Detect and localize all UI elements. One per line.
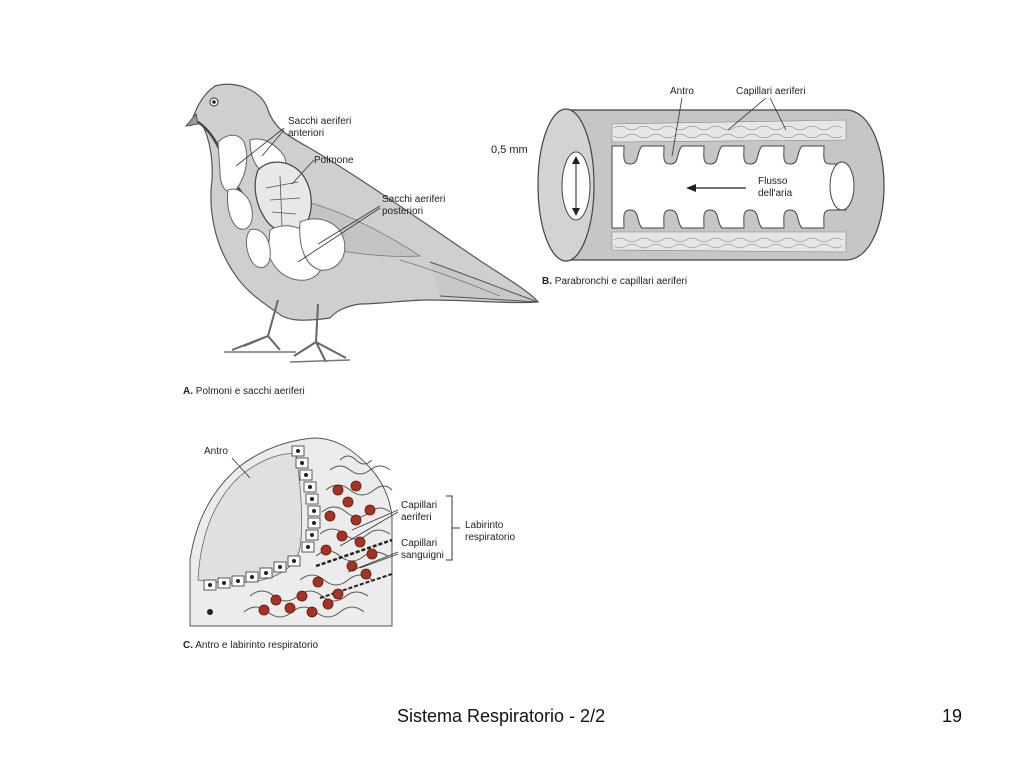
slide-page-number: 19 <box>942 706 963 726</box>
label-sacchi-aeriferi-anteriori: Sacchi aeriferi anteriori <box>288 116 351 140</box>
label-dimension: 0,5 mm <box>491 144 528 156</box>
label-capillari-aeriferi-b: Capillari aeriferi <box>736 86 806 97</box>
caption-c-letter: C. <box>183 640 193 651</box>
label-capillari-aeriferi-c-line1: Capillari <box>401 500 438 511</box>
slide-title-footer: Sistema Respiratorio - 2/2 <box>397 706 606 726</box>
label-capillari-sanguigni-c: Capillari sanguigni <box>401 538 444 562</box>
label-antro-b: Antro <box>670 86 694 97</box>
label-capillari-sanguigni-c-line1: Capillari <box>401 538 438 549</box>
label-capillari-sanguigni-c-line2: sanguigni <box>401 550 444 561</box>
label-antro-c: Antro <box>204 446 228 457</box>
caption-a-text: Polmoni e sacchi aeriferi <box>195 386 305 397</box>
caption-figure-c: C. Antro e labirinto respiratorio <box>183 640 318 651</box>
label-polmone: Polmone <box>314 155 354 166</box>
label-capillari-aeriferi-c-line2: aeriferi <box>401 512 432 523</box>
label-labirinto-line1: Labirinto <box>465 520 504 531</box>
caption-figure-b: B. Parabronchi e capillari aeriferi <box>542 276 687 287</box>
caption-b-text: Parabronchi e capillari aeriferi <box>554 276 688 287</box>
caption-c-text: Antro e labirinto respiratorio <box>195 640 319 651</box>
label-sacchi-anteriori-line1: Sacchi aeriferi <box>288 116 352 127</box>
label-sacchi-posteriori-line2: posteriori <box>382 206 424 217</box>
caption-figure-a: A. Polmoni e sacchi aeriferi <box>183 386 305 397</box>
caption-a-letter: A. <box>183 386 193 397</box>
label-capillari-aeriferi-c: Capillari aeriferi <box>401 500 437 524</box>
label-sacchi-aeriferi-posteriori: Sacchi aeriferi posteriori <box>382 194 445 218</box>
label-sacchi-posteriori-line1: Sacchi aeriferi <box>382 194 446 205</box>
caption-b-letter: B. <box>542 276 552 287</box>
label-labirinto-respiratorio: Labirinto respiratorio <box>465 520 515 544</box>
label-flusso-line1: Flusso <box>758 176 788 187</box>
label-sacchi-anteriori-line2: anteriori <box>288 128 325 139</box>
label-flusso-line2: dell'aria <box>758 188 793 199</box>
label-labirinto-line2: respiratorio <box>465 532 516 543</box>
label-flusso-aria: Flusso dell'aria <box>758 176 792 200</box>
